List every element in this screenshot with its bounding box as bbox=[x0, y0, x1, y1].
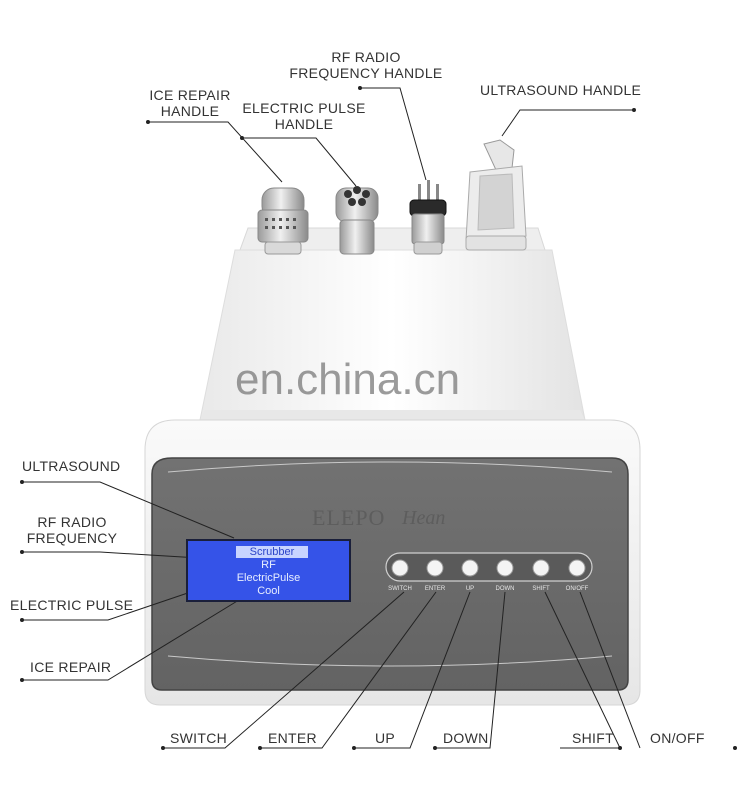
label-ice-repair-handle: ICE REPAIR HANDLE bbox=[140, 87, 240, 119]
label-line: RF RADIO bbox=[331, 49, 401, 65]
label-shift: SHIFT bbox=[572, 730, 614, 746]
label-switch: SWITCH bbox=[170, 730, 228, 746]
label-rf-radio-frequency: RF RADIO FREQUENCY bbox=[22, 514, 122, 546]
up-button[interactable] bbox=[461, 559, 479, 577]
callout-dots bbox=[20, 86, 737, 750]
label-enter: ENTER bbox=[268, 730, 317, 746]
button-label-switch: SWITCH bbox=[388, 586, 412, 592]
lcd-line-rf: RF bbox=[261, 559, 276, 571]
label-electric-pulse-handle: ELECTRIC PULSE HANDLE bbox=[236, 100, 372, 132]
switch-button[interactable] bbox=[391, 559, 409, 577]
button-label-shift: SHIFT bbox=[532, 586, 550, 592]
ice-repair-handle bbox=[257, 187, 309, 255]
button-label-on-off: ON/OFF bbox=[565, 586, 589, 592]
on-off-button[interactable] bbox=[568, 559, 586, 577]
label-line: RF RADIO bbox=[37, 514, 107, 530]
label-line: HANDLE bbox=[274, 116, 334, 132]
enter-button[interactable] bbox=[426, 559, 444, 577]
electric-pulse-handle bbox=[335, 186, 379, 255]
button-label-down: DOWN bbox=[495, 586, 515, 592]
label-line: HANDLE bbox=[160, 103, 220, 119]
down-button[interactable] bbox=[496, 559, 514, 577]
watermark-text: en.china.cn bbox=[235, 355, 461, 404]
label-electric-pulse: ELECTRIC PULSE bbox=[10, 597, 134, 613]
label-ultrasound: ULTRASOUND bbox=[22, 458, 121, 474]
brand-name: ELEPO bbox=[312, 505, 386, 530]
shift-button[interactable] bbox=[532, 559, 550, 577]
lcd-line-electric-pulse: ElectricPulse bbox=[236, 572, 301, 584]
label-line: FREQUENCY HANDLE bbox=[289, 65, 443, 81]
label-line: ELECTRIC PULSE bbox=[242, 100, 366, 116]
brand-script: Hean bbox=[402, 507, 446, 529]
lcd-screen: Scrubber RF ElectricPulse Cool bbox=[186, 539, 351, 602]
label-up: UP bbox=[375, 730, 396, 746]
label-ice-repair: ICE REPAIR bbox=[30, 659, 112, 675]
label-ultrasound-handle: ULTRASOUND HANDLE bbox=[480, 82, 642, 98]
lcd-line-cool: Cool bbox=[257, 585, 280, 597]
callout-lines bbox=[22, 87, 641, 749]
button-label-enter: ENTER bbox=[424, 586, 446, 592]
label-line: ICE REPAIR bbox=[149, 87, 231, 103]
label-on-off: ON/OFF bbox=[650, 730, 705, 746]
lcd-line-scrubber: Scrubber bbox=[236, 546, 308, 558]
button-label-up: UP bbox=[465, 586, 475, 592]
rf-radio-frequency-handle bbox=[409, 180, 447, 255]
button-row bbox=[391, 559, 586, 577]
label-line: FREQUENCY bbox=[26, 530, 118, 546]
label-rf-radio-frequency-handle: RF RADIO FREQUENCY HANDLE bbox=[286, 49, 446, 81]
label-down: DOWN bbox=[443, 730, 489, 746]
device-upper-body bbox=[199, 249, 586, 421]
ultrasound-handle bbox=[465, 139, 527, 251]
